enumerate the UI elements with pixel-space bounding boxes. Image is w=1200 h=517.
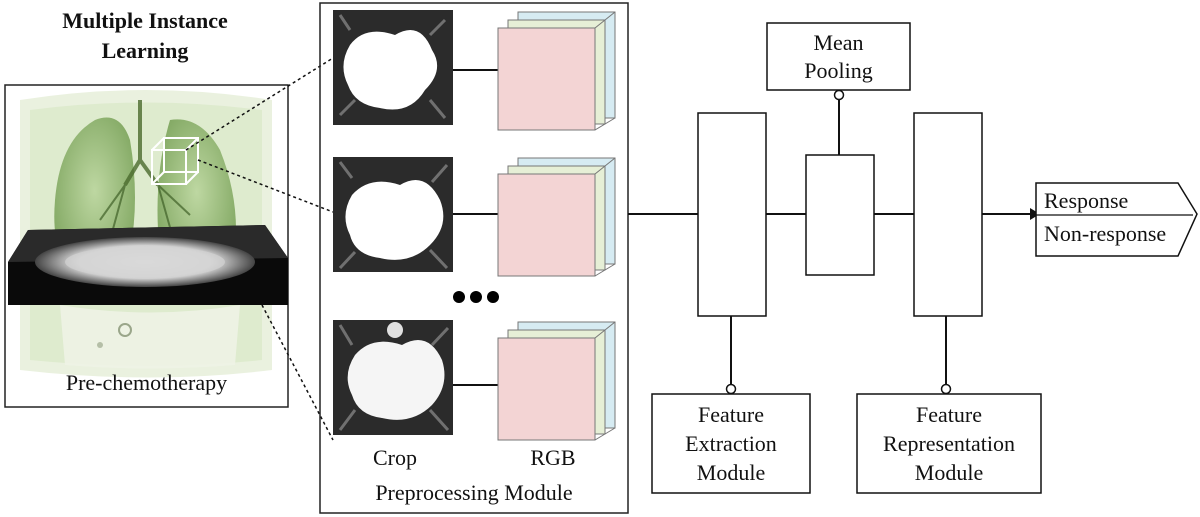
feature-extraction-label-box <box>651 393 811 494</box>
rgb-label: RGB <box>530 445 576 470</box>
mean-pooling-label-line-2: Pooling <box>804 58 873 83</box>
feature-extraction-label-line-3: Module <box>696 460 766 485</box>
feature-extraction-label-line-2: Extraction <box>685 431 777 456</box>
crop-patch-2 <box>333 157 453 272</box>
crop-patch-1 <box>333 10 453 125</box>
output-arrowhead <box>1030 208 1040 220</box>
title-line-2: Learning <box>101 38 189 63</box>
mean-pooling-label-line-1: Mean <box>813 30 864 55</box>
scan-caption: Pre-chemotherapy <box>65 370 228 395</box>
ct-volume-illustration <box>8 90 288 378</box>
feature-extraction-block <box>697 112 767 317</box>
rgb-stack-3 <box>497 321 616 441</box>
preprocessing-module-label: Preprocessing Module <box>375 480 573 505</box>
output-response-label: Response <box>1044 188 1129 213</box>
feature-extraction-label-line-1: Feature <box>698 402 764 427</box>
rgb-stack-1 <box>497 11 616 131</box>
crop-patch-3 <box>333 320 453 435</box>
ellipsis-dots <box>453 291 499 303</box>
rgb-stack-2 <box>497 157 616 277</box>
feature-representation-label-line-3: Module <box>914 460 984 485</box>
mean-pooling-label-box <box>766 22 911 91</box>
feature-representation-block <box>913 112 983 317</box>
output-label-shape <box>1035 182 1198 257</box>
feature-representation-label-box <box>856 393 1042 494</box>
preprocessing-module-frame <box>319 2 629 514</box>
title-line-1: Multiple Instance <box>62 8 228 33</box>
output-nonresponse-label: Non-response <box>1044 221 1167 246</box>
feature-representation-label-line-2: Representation <box>883 431 1015 456</box>
mean-pooling-block <box>805 154 875 276</box>
feature-representation-label-line-1: Feature <box>916 402 982 427</box>
crop-label: Crop <box>373 445 417 470</box>
roi-leader-lines <box>185 57 334 441</box>
